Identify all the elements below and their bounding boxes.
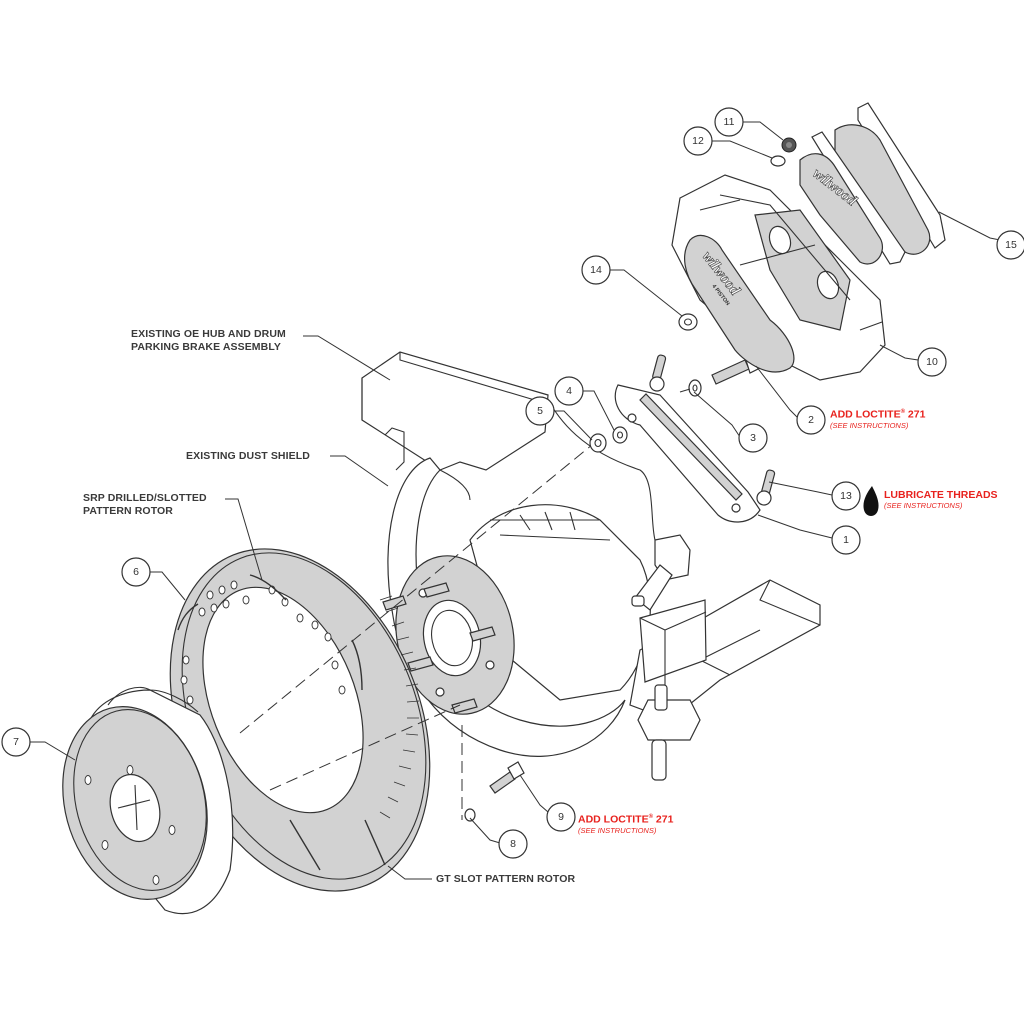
callout-circle-15 — [996, 230, 1024, 260]
note-sub: (SEE INSTRUCTIONS) — [884, 501, 963, 510]
label-line-1: SRP DRILLED/SLOTTED — [83, 492, 207, 504]
note-lubricate-part-13: LUBRICATE THREADS (SEE INSTRUCTIONS) — [884, 489, 998, 511]
label-line-1: EXISTING OE HUB AND DRUM — [131, 328, 286, 340]
callout-circle-4 — [554, 376, 584, 406]
callout-number-14: 14 — [590, 264, 602, 276]
label-line-2: PATTERN ROTOR — [83, 505, 173, 517]
label-existing-dust-shield: EXISTING DUST SHIELD — [186, 450, 310, 462]
note-text: ADD LOCTITE — [830, 408, 901, 421]
callout-number-4: 4 — [566, 385, 572, 397]
callout-number-15: 15 — [1005, 239, 1017, 251]
brake-pads: wilwood — [799, 102, 946, 265]
axis-line-upper — [239, 439, 599, 734]
callout-number-7: 7 — [13, 736, 19, 748]
note-value: 271 — [653, 813, 674, 826]
washer-part-12 — [770, 155, 786, 167]
callout-number-12: 12 — [692, 135, 704, 147]
callout-circle-10 — [917, 347, 947, 377]
label-existing-oe-hub: EXISTING OE HUB AND DRUM PARKING BRAKE A… — [131, 328, 286, 354]
caliper-bracket — [614, 354, 776, 523]
suspension-arm — [629, 579, 821, 781]
callout-number-2: 2 — [808, 414, 814, 426]
callout-number-3: 3 — [750, 432, 756, 444]
bolt-part-9 — [489, 761, 525, 794]
note-loctite-part-2: ADD LOCTITE® 271 (SEE INSTRUCTIONS) — [830, 406, 925, 431]
note-text: ADD LOCTITE — [578, 813, 649, 826]
label-srp-rotor: SRP DRILLED/SLOTTED PATTERN ROTOR — [83, 492, 207, 518]
caliper-4-piston: wilwood 4 PISTON — [671, 174, 886, 381]
label-gt-slot-rotor: GT SLOT PATTERN ROTOR — [436, 873, 576, 885]
callout-circle-7 — [1, 727, 31, 757]
callout-circle-6 — [121, 557, 151, 587]
washer-part-5 — [589, 433, 607, 453]
note-sub: (SEE INSTRUCTIONS) — [830, 420, 909, 430]
note-main: ADD LOCTITE® 271 — [578, 811, 673, 826]
callout-number-10: 10 — [926, 356, 938, 368]
note-main: ADD LOCTITE® 271 — [830, 406, 925, 421]
washer-part-3 — [688, 379, 702, 397]
callout-number-11: 11 — [723, 116, 735, 128]
housing-boss — [631, 534, 691, 611]
callout-circle-3 — [738, 423, 768, 453]
callout-number-9: 9 — [558, 811, 564, 823]
nut-part-11 — [781, 137, 797, 153]
callout-circle-11 — [714, 107, 744, 137]
callout-circle-2 — [796, 405, 826, 435]
callout-circle-12 — [683, 126, 713, 156]
note-loctite-part-9: ADD LOCTITE® 271 (SEE INSTRUCTIONS) — [578, 811, 673, 836]
registered-mark: ® — [900, 409, 905, 415]
callout-number-6: 6 — [133, 566, 139, 578]
callout-circle-5 — [525, 396, 555, 426]
callout-circle-14 — [581, 255, 611, 285]
callout-number-1: 1 — [843, 534, 849, 546]
label-line-2: PARKING BRAKE ASSEMBLY — [131, 341, 281, 353]
drum-lug-holes — [84, 765, 176, 885]
rotor-cooling-vanes — [379, 595, 420, 819]
registered-mark: ® — [648, 814, 653, 820]
note-main: LUBRICATE THREADS — [884, 489, 998, 501]
axis-line-lower — [269, 704, 461, 791]
callout-circle-1 — [831, 525, 861, 555]
rotor-hat-drum — [62, 686, 234, 915]
callout-number-5: 5 — [537, 405, 543, 417]
rotor-srp-drilled-slotted — [169, 548, 431, 892]
callout-number-13: 13 — [840, 490, 852, 502]
callout-circle-9 — [546, 802, 576, 832]
callout-circle-13 — [831, 481, 861, 511]
hub-assembly — [382, 504, 651, 715]
callout-circle-8 — [498, 829, 528, 859]
hub-housing-block — [361, 351, 549, 471]
washer-part-4 — [612, 426, 628, 444]
callout-number-8: 8 — [510, 838, 516, 850]
note-value: 271 — [905, 408, 926, 421]
leader-lines — [30, 121, 1001, 880]
note-sub: (SEE INSTRUCTIONS) — [578, 825, 657, 835]
axle-housing-outline — [547, 399, 656, 541]
washer-part-8 — [464, 808, 476, 822]
washer-part-14 — [678, 313, 698, 331]
